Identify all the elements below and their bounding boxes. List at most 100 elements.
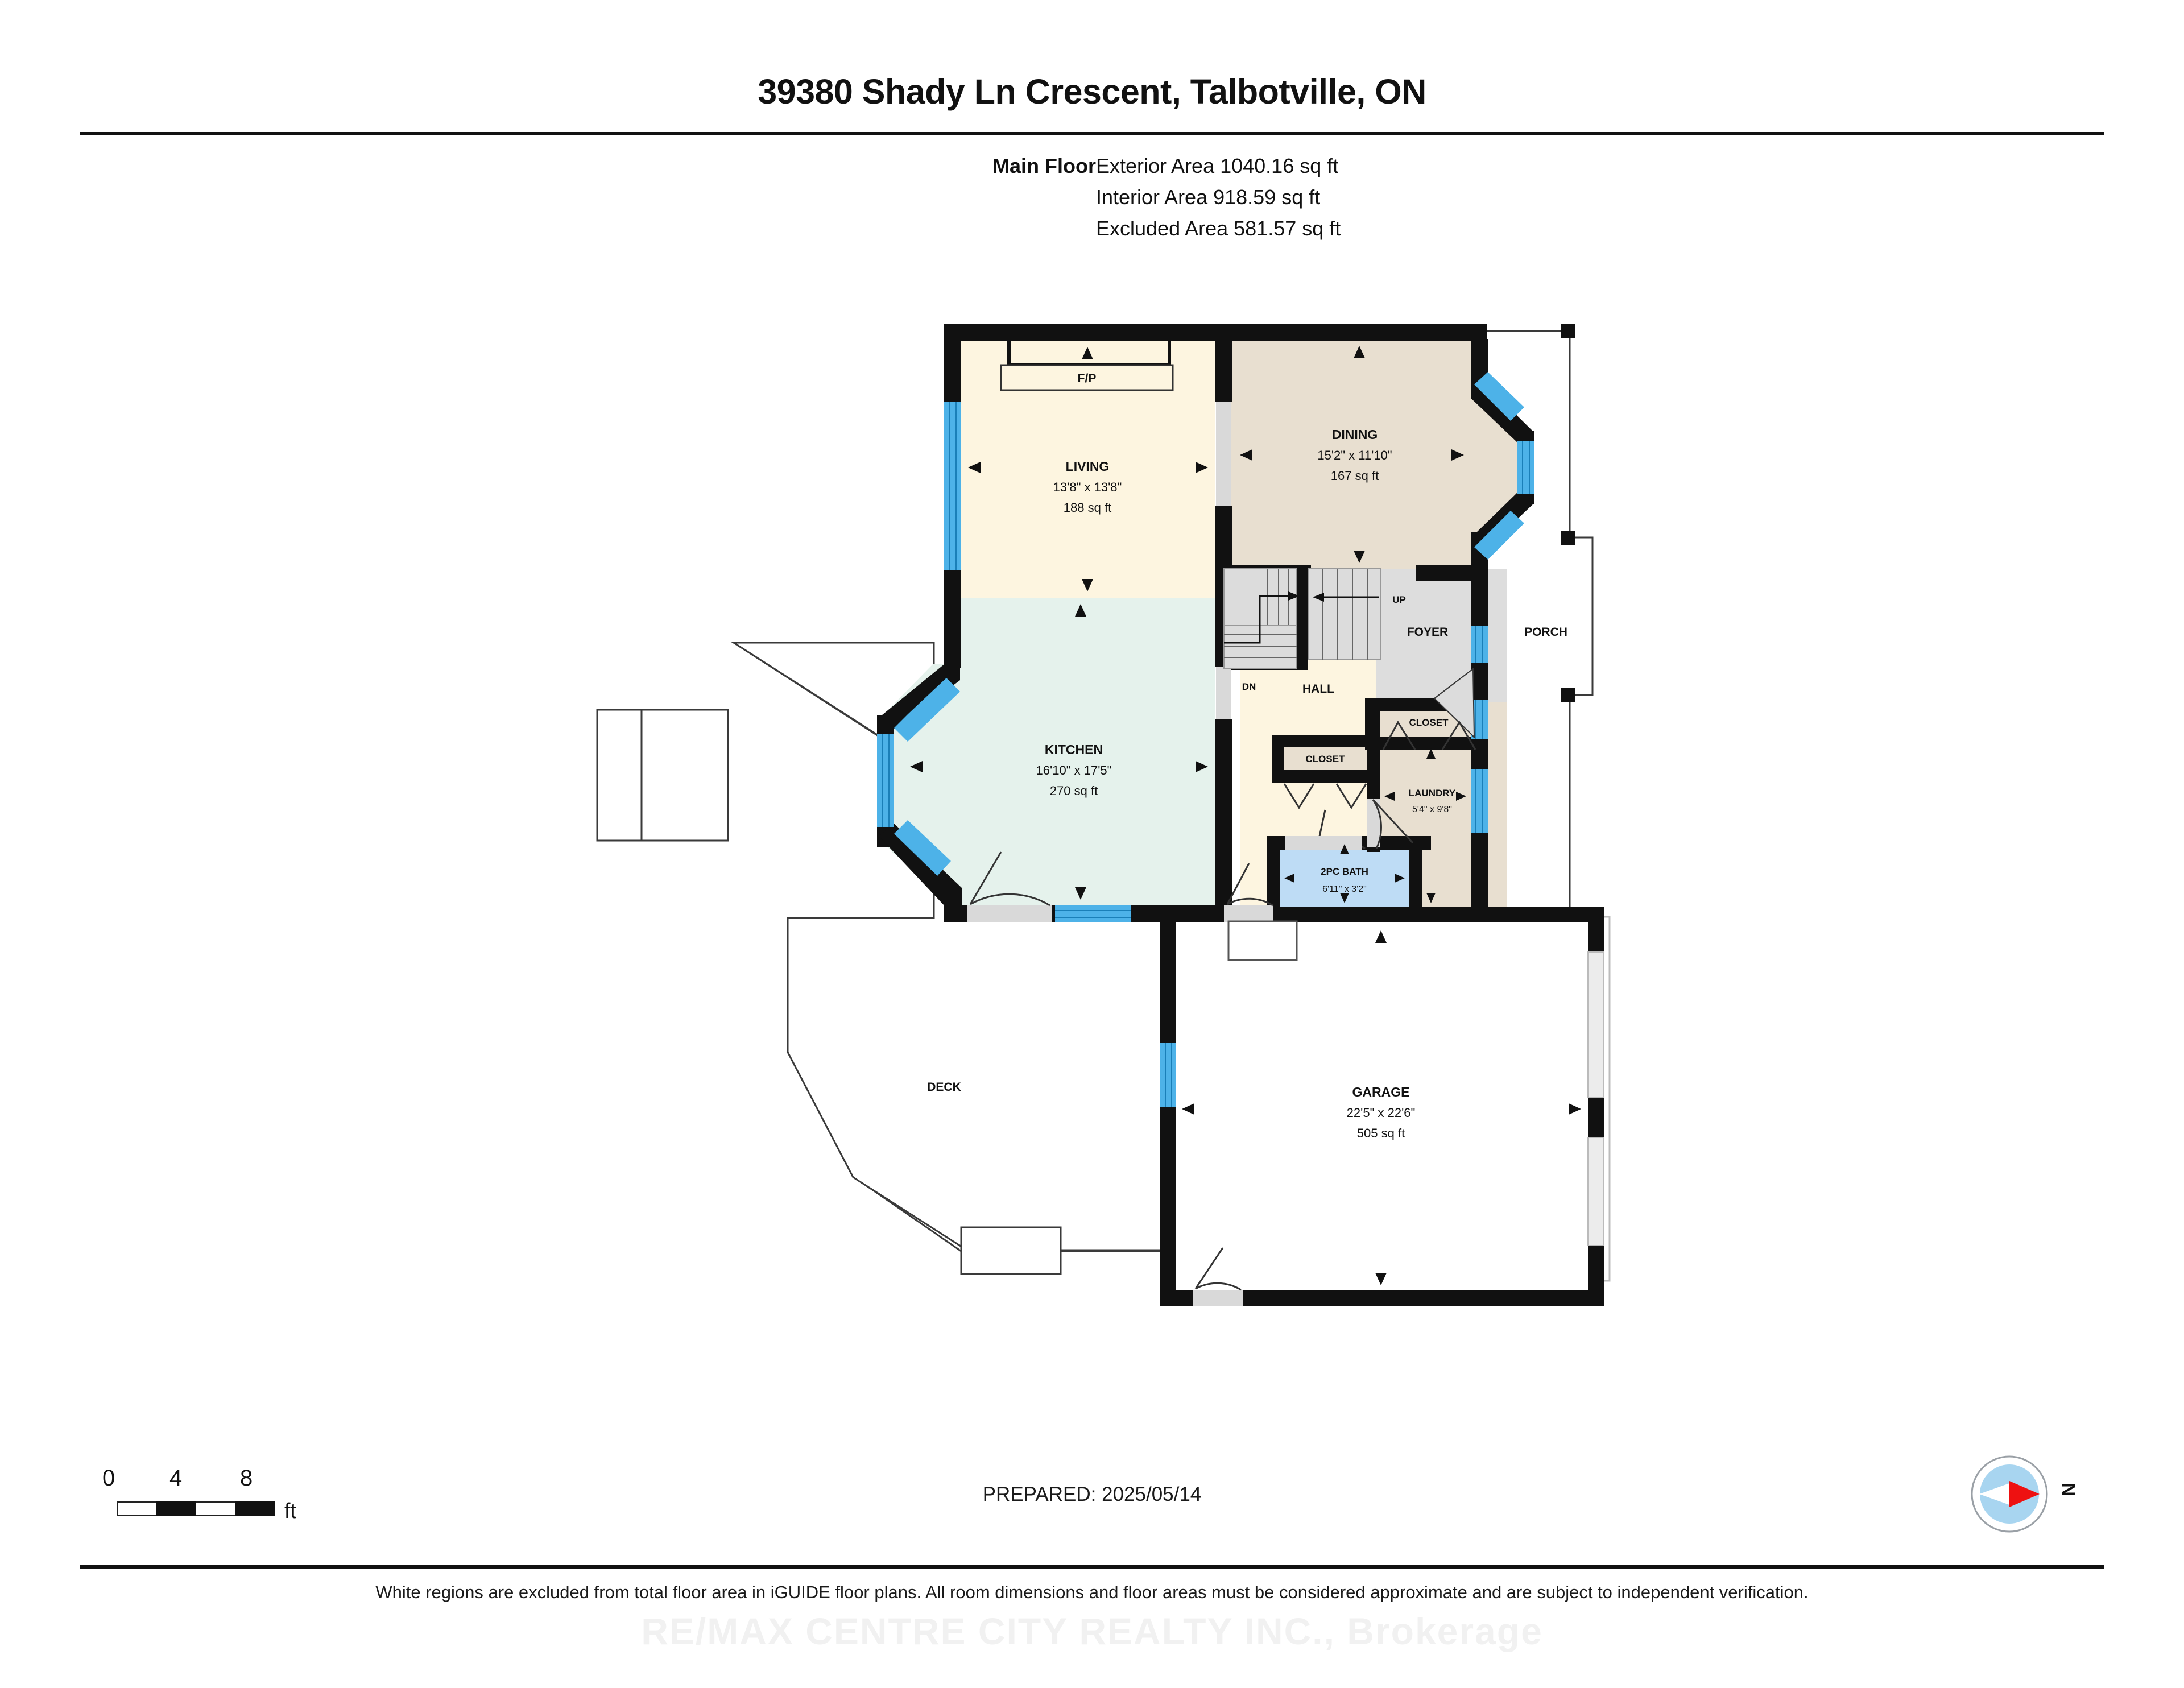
window-garage-left: [1160, 1043, 1176, 1107]
porch-node-b: [1561, 531, 1575, 545]
wall-living-dining: [1215, 339, 1232, 402]
scale-bar-seg-1: [156, 1501, 196, 1516]
window-kitchen-bevel-bl: [894, 820, 951, 876]
scale-tick-4: 4: [169, 1466, 183, 1491]
window-living-left: [944, 402, 961, 570]
scale-unit-label: ft: [284, 1499, 297, 1523]
excluded-area-value: Excluded Area 581.57 sq ft: [1096, 217, 1341, 241]
door-kitchen-patio-leaf: [969, 851, 1002, 905]
page-title: 39380 Shady Ln Crescent, Talbotville, ON: [758, 72, 1426, 111]
door-hall-garage-arc: [1227, 897, 1273, 907]
window-kitchen-bottom: [1055, 905, 1131, 922]
dining-dims: 15'2" x 11'10": [1317, 448, 1392, 462]
garage-door-band-a: [1587, 951, 1604, 1098]
area-row-excluded: Excluded Area 581.57 sq ft: [992, 213, 1341, 244]
wall-garage-left-b: [1160, 1107, 1176, 1306]
door-hall-garage-sill: [1224, 905, 1273, 922]
wall-garage-right-c: [1588, 1246, 1604, 1306]
wall-garage-right-a: [1588, 907, 1604, 952]
wall-kitchen-bevel-bl: [879, 824, 962, 905]
scale-tick-0: 0: [102, 1466, 115, 1491]
floor-label: Main Floor: [992, 154, 1096, 177]
interior-area-value: Interior Area 918.59 sq ft: [1096, 185, 1321, 209]
closet-lower-label: CLOSET: [1306, 754, 1346, 764]
living-area: 188 sq ft: [1064, 500, 1111, 515]
stairs-dn: DN: [1223, 568, 1300, 692]
door-laundry-leaf: [1372, 799, 1414, 844]
wall-garage-left-a: [1160, 907, 1176, 1043]
kitchen-area: 270 sq ft: [1050, 784, 1098, 798]
wall-closet-lower-box: [1272, 735, 1380, 747]
wall-kitchen-hall-b: [1215, 719, 1232, 921]
stairs-up-label: UP: [1392, 594, 1406, 605]
porch-node-a: [1561, 324, 1575, 338]
wall-left-living-top: [944, 324, 961, 404]
door-kitchen-patio: [967, 905, 1052, 922]
brokerage-watermark: RE/MAX CENTRE CITY REALTY INC., Brokerag…: [641, 1610, 1543, 1652]
wall-dining-bottom-2: [1416, 565, 1488, 581]
exterior-area-value: Exterior Area 1040.16 sq ft: [1096, 154, 1339, 177]
door-hall-garage-leaf: [1226, 863, 1250, 905]
deck-label: DECK: [927, 1081, 961, 1094]
compass-north-label: N: [2058, 1483, 2079, 1496]
dining-area: 167 sq ft: [1331, 469, 1379, 483]
wall-foyer-right-a: [1471, 605, 1488, 628]
wall-closet-upper-bottom: [1365, 737, 1488, 750]
closet-lower-fold-a: [1283, 783, 1315, 809]
wall-left-living-bot: [944, 569, 961, 668]
door-garage-bottom-leaf: [1194, 1247, 1224, 1289]
living-dims: 13'8" x 13'8": [1053, 480, 1122, 494]
bath-label: 2PC BATH: [1321, 866, 1368, 877]
hall-label: HALL: [1302, 682, 1334, 696]
deck-step-box: [596, 709, 729, 842]
window-dining-bevel-a: [1474, 372, 1524, 421]
door-kitchen-patio-arc: [970, 893, 1050, 907]
opening-kitchen-hall-a: [1216, 667, 1231, 719]
wall-foyer-right-d: [1471, 830, 1488, 921]
fireplace-box-hearth: [1000, 364, 1174, 391]
door-hall-garage-box: [1227, 920, 1298, 961]
living-label: LIVING: [1066, 459, 1110, 474]
laundry-dims: 5'4" x 9'8": [1412, 805, 1452, 814]
window-kitchen-bevel-tl: [894, 678, 960, 742]
wall-bath-left: [1267, 836, 1280, 921]
closet-upper-label: CLOSET: [1409, 717, 1449, 728]
garage-area: 505 sq ft: [1357, 1126, 1405, 1140]
porch-node-c: [1561, 688, 1575, 702]
stairs-dn-label: DN: [1242, 681, 1256, 692]
window-kitchen-left: [877, 734, 894, 827]
fireplace-label: F/P: [1078, 372, 1097, 385]
footer-divider: [80, 1565, 2104, 1569]
kitchen-label: KITCHEN: [1045, 742, 1103, 757]
laundry-label: LAUNDRY: [1409, 788, 1456, 799]
closet-lower-fold-b: [1335, 783, 1367, 809]
closet-upper-fold-b: [1441, 721, 1476, 750]
wall-garage-right-b: [1588, 1098, 1604, 1137]
dimension-arrows: [910, 346, 1581, 1285]
scale-tick-8: 8: [240, 1466, 253, 1491]
wall-closet-lower-left: [1272, 735, 1284, 781]
area-row-exterior: Main FloorExterior Area 1040.16 sq ft: [992, 150, 1341, 181]
wall-living-dining-b: [1215, 506, 1232, 570]
compass-icon: [1971, 1455, 2048, 1533]
dining-room-fill: [1231, 339, 1520, 569]
bath-dims: 6'11" x 3'2": [1322, 884, 1367, 894]
door-laundry-arc: [1372, 799, 1382, 849]
door-bath-sill: [1285, 836, 1362, 850]
door-garage-bottom-arc: [1195, 1282, 1242, 1291]
door-foyer-leaf: [1433, 668, 1475, 739]
porch-label: PORCH: [1524, 626, 1567, 639]
wall-stair-mid: [1296, 569, 1308, 664]
garage-interior: [1173, 921, 1588, 1298]
scale-tick-labels: 0 4 8: [102, 1466, 296, 1491]
room-labels: LIVING 13'8" x 13'8" 188 sq ft DINING 15…: [927, 427, 1567, 1140]
area-summary: Main FloorExterior Area 1040.16 sq ft In…: [992, 150, 1341, 244]
area-row-interior: Interior Area 918.59 sq ft: [992, 181, 1341, 213]
opening-living-dining: [1216, 402, 1231, 506]
wall-dining-bevel-a: [1471, 386, 1532, 445]
scale-bar-seg-2: [235, 1501, 275, 1516]
kitchen-dims: 16'10" x 17'5": [1036, 763, 1112, 777]
garage-door-band-b: [1587, 1137, 1604, 1246]
wall-bath-right: [1409, 847, 1422, 921]
